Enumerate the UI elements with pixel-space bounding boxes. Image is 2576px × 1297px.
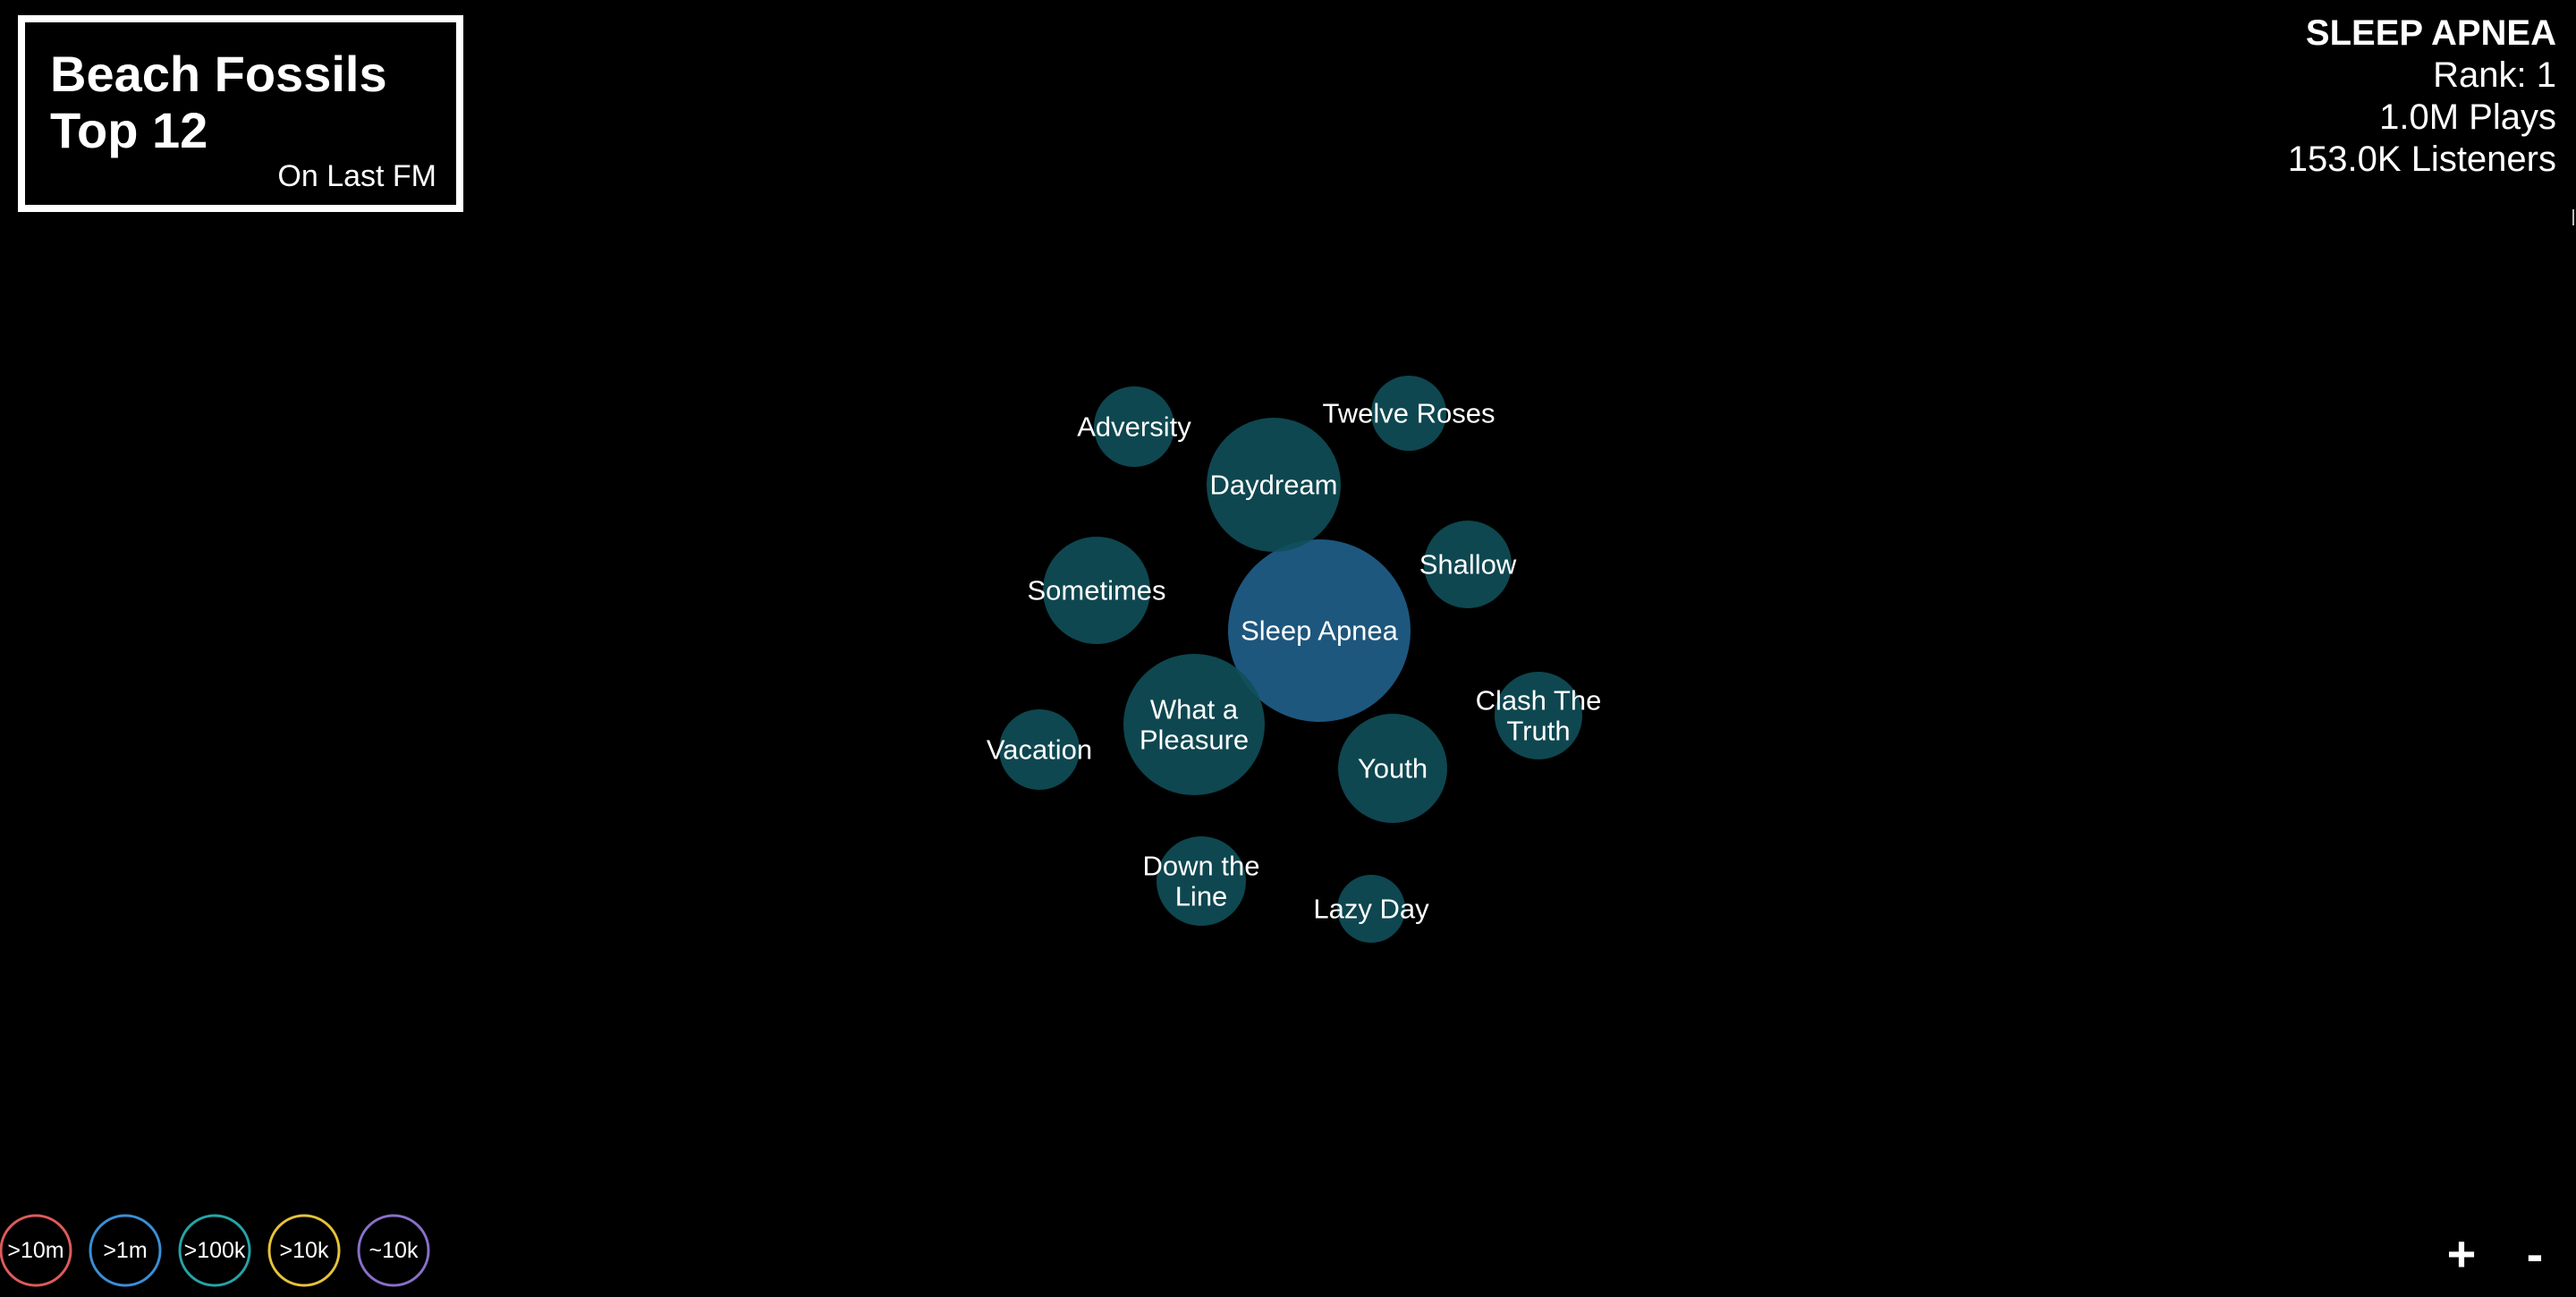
track-label: Sometimes <box>1027 575 1165 606</box>
track-bubble-sometimes[interactable]: Sometimes <box>1027 537 1166 644</box>
title-top-count: Top 12 <box>50 102 208 158</box>
track-label: Line <box>1175 881 1228 912</box>
legend-item-approx-10k: ~10k <box>357 1214 430 1287</box>
track-bubble-twelve-roses[interactable]: Twelve Roses <box>1323 376 1496 451</box>
track-label: Adversity <box>1077 411 1191 443</box>
track-label: Sleep Apnea <box>1241 615 1399 647</box>
track-bubble-adversity[interactable]: Adversity <box>1077 386 1191 467</box>
track-bubble-daydream[interactable]: Daydream <box>1207 418 1341 552</box>
track-label: Lazy Day <box>1313 894 1429 925</box>
selected-track-listeners: 153.0K Listeners <box>2287 140 2556 179</box>
title-source: On Last FM <box>277 159 436 193</box>
legend-label: >10m <box>7 1238 64 1263</box>
track-label: Clash The <box>1476 685 1602 716</box>
track-bubble-circle[interactable] <box>1371 376 1446 451</box>
track-bubble-shallow[interactable]: Shallow <box>1419 521 1517 608</box>
selected-track-info: SLEEP APNEA Rank: 1 1.0M Plays 153.0K Li… <box>2288 13 2556 181</box>
track-bubble-circle[interactable] <box>1094 386 1174 467</box>
track-bubble-sleep-apnea[interactable]: Sleep Apnea <box>1228 539 1411 722</box>
track-label: What a <box>1150 694 1239 725</box>
track-label: Truth <box>1506 716 1570 747</box>
track-bubble-circle[interactable] <box>1157 836 1246 926</box>
track-bubble-circle[interactable] <box>999 709 1080 790</box>
track-label: Youth <box>1358 753 1428 784</box>
selected-track-name: SLEEP APNEA <box>2305 13 2556 53</box>
legend-item-gt-100k: >100k <box>178 1214 251 1287</box>
track-bubble-circle[interactable] <box>1043 537 1150 644</box>
edge-scroll-marker <box>2572 209 2574 225</box>
zoom-out-button[interactable]: - <box>2526 1225 2544 1282</box>
track-label: Twelve Roses <box>1323 398 1496 429</box>
track-label: Shallow <box>1419 549 1517 581</box>
legend-circle <box>178 1214 251 1287</box>
track-bubble-circle[interactable] <box>1495 672 1582 759</box>
track-bubble-youth[interactable]: Youth <box>1338 714 1447 823</box>
legend: >10m >1m >100k >10k ~10k <box>0 1214 430 1287</box>
legend-label: ~10k <box>369 1238 419 1263</box>
legend-circle <box>89 1214 162 1287</box>
legend-label: >100k <box>184 1238 246 1263</box>
track-bubble-circle[interactable] <box>1228 539 1411 722</box>
legend-item-gt-10k: >10k <box>267 1214 341 1287</box>
zoom-in-button[interactable]: + <box>2446 1225 2477 1282</box>
track-bubble-vacation[interactable]: Vacation <box>987 709 1092 790</box>
track-bubble-circle[interactable] <box>1337 875 1405 943</box>
track-label: Down the <box>1143 851 1260 882</box>
selected-track-plays: 1.0M Plays <box>2379 97 2556 137</box>
legend-label: >1m <box>103 1238 147 1263</box>
legend-item-gt-10m: >10m <box>0 1214 72 1287</box>
track-label: Daydream <box>1210 470 1338 501</box>
selected-track-rank: Rank: 1 <box>2433 55 2556 95</box>
track-bubble-circle[interactable] <box>1338 714 1447 823</box>
track-bubble-lazy-day[interactable]: Lazy Day <box>1313 875 1429 943</box>
legend-label: >10k <box>280 1238 329 1263</box>
track-label: Pleasure <box>1140 725 1249 756</box>
track-bubble-circle[interactable] <box>1424 521 1512 608</box>
track-bubble-circle[interactable] <box>1123 654 1265 795</box>
legend-circle <box>267 1214 341 1287</box>
track-label: Vacation <box>987 734 1092 766</box>
legend-circle <box>0 1214 72 1287</box>
title-artist: Beach Fossils <box>50 46 387 102</box>
legend-item-gt-1m: >1m <box>89 1214 162 1287</box>
track-bubble-circle[interactable] <box>1207 418 1341 552</box>
legend-circle <box>357 1214 430 1287</box>
title-box: Beach Fossils Top 12 On Last FM <box>18 15 463 212</box>
